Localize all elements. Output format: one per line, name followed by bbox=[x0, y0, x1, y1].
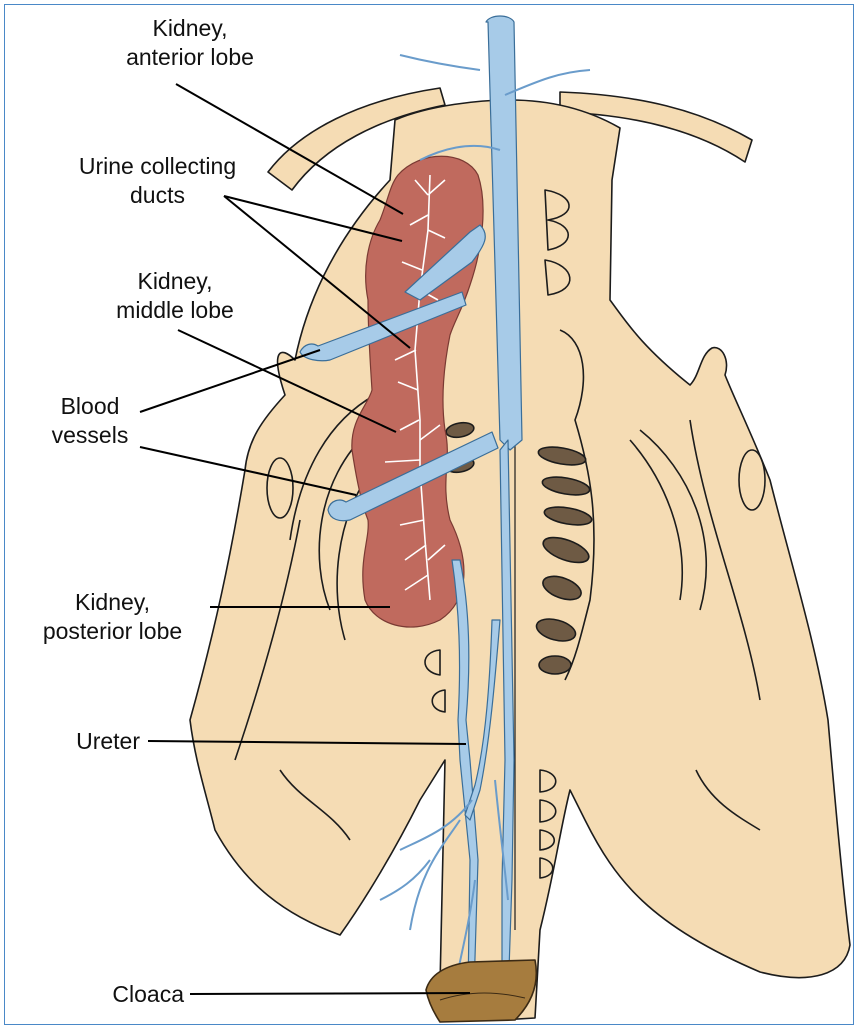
label-ureter: Ureter bbox=[20, 727, 140, 756]
label-kidney-middle: Kidney, middle lobe bbox=[70, 267, 280, 325]
label-urine-ducts-line2: ducts bbox=[35, 181, 280, 210]
label-kidney-anterior: Kidney, anterior lobe bbox=[80, 14, 300, 72]
label-blood-vessels-line2: vessels bbox=[20, 421, 160, 450]
label-kidney-anterior-line2: anterior lobe bbox=[80, 43, 300, 72]
cloaca-shape bbox=[426, 960, 536, 1022]
label-kidney-middle-line2: middle lobe bbox=[70, 296, 280, 325]
label-blood-vessels-line1: Blood bbox=[20, 392, 160, 421]
pelvis-bone bbox=[190, 100, 850, 1020]
label-kidney-posterior: Kidney, posterior lobe bbox=[20, 588, 205, 646]
leader-cloaca bbox=[190, 993, 470, 994]
label-kidney-posterior-line2: posterior lobe bbox=[20, 617, 205, 646]
label-cloaca: Cloaca bbox=[40, 980, 184, 1009]
label-kidney-posterior-line1: Kidney, bbox=[20, 588, 205, 617]
label-kidney-middle-line1: Kidney, bbox=[70, 267, 280, 296]
label-urine-ducts: Urine collecting ducts bbox=[35, 152, 280, 210]
label-blood-vessels: Blood vessels bbox=[20, 392, 160, 450]
label-urine-ducts-line1: Urine collecting bbox=[35, 152, 280, 181]
label-kidney-anterior-line1: Kidney, bbox=[80, 14, 300, 43]
